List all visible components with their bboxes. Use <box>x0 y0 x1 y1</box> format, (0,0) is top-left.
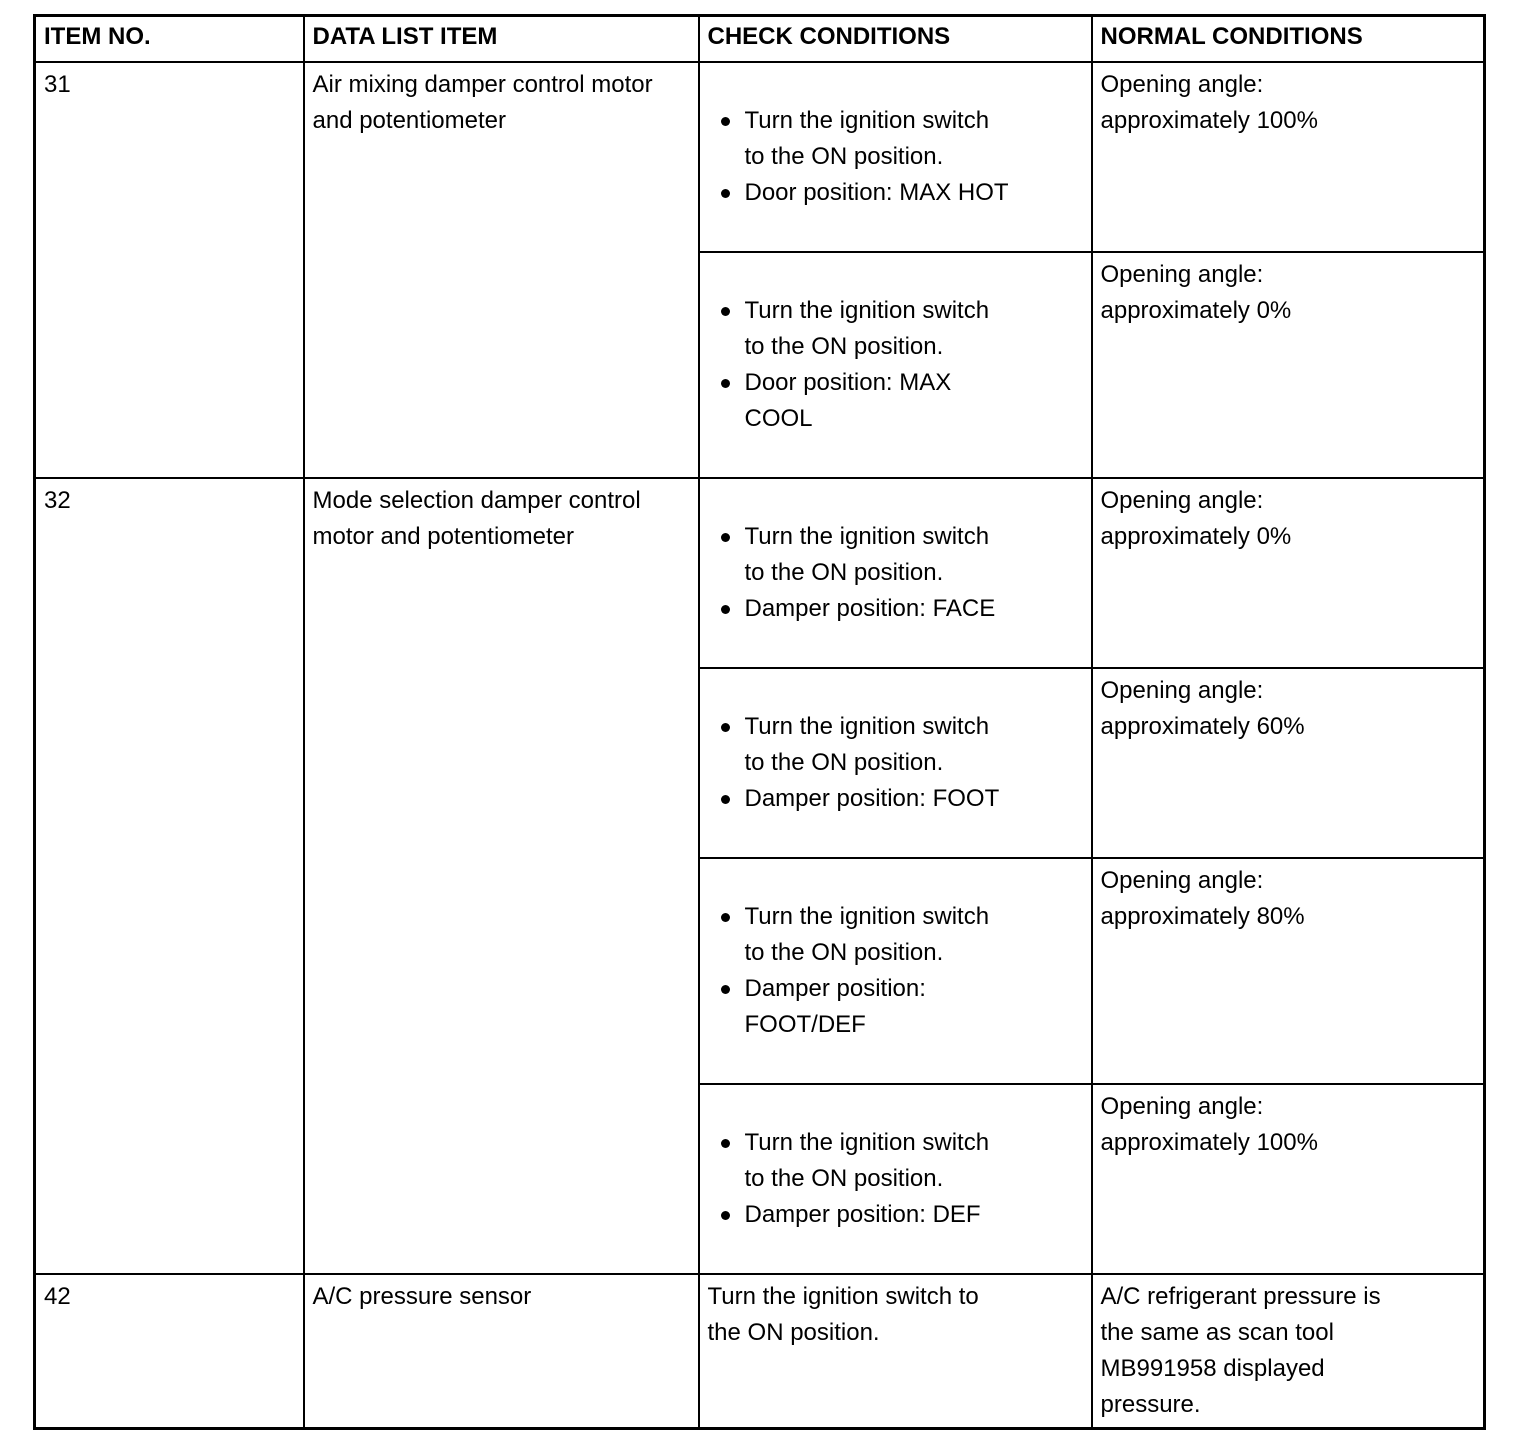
cell-normal-conditions-42: A/C refrigerant pressure is the same as … <box>1090 1272 1486 1429</box>
header-row: ITEM NO. DATA LIST ITEM CHECK CONDITIONS… <box>33 14 1486 63</box>
cell-check-conditions-31-2: Turn the ignition switch to the ON posit… <box>697 250 1093 479</box>
check-condition-item: Turn the ignition switch to the ON posit… <box>708 1125 1083 1197</box>
check-condition-item: Door position: MAX HOT <box>708 175 1083 211</box>
column-header-item-no: ITEM NO. <box>33 14 305 63</box>
cell-item-no-42: 42 <box>33 1272 305 1429</box>
cell-data-list-item-31: Air mixing damper control motor and pote… <box>302 60 700 479</box>
data-list-reference-table: ITEM NO. DATA LIST ITEM CHECK CONDITIONS… <box>33 14 1486 1430</box>
check-condition-item: Damper position: FACE <box>708 591 1083 627</box>
column-header-check-conditions: CHECK CONDITIONS <box>697 14 1093 63</box>
table-row: Turn the ignition switch to the ON posit… <box>35 250 1486 479</box>
table-row: 31 Air mixing damper control motor and p… <box>33 60 1486 479</box>
cell-check-conditions-32-3: Turn the ignition switch to the ON posit… <box>697 856 1093 1085</box>
check-condition-item: Turn the ignition switch to the ON posit… <box>708 709 1083 781</box>
cell-normal-conditions-31-2: Opening angle: approximately 0% <box>1090 250 1486 479</box>
cell-normal-conditions-32-2: Opening angle: approximately 60% <box>1090 666 1486 859</box>
cell-item-no-32: 32 <box>33 476 305 1275</box>
column-header-normal-conditions: NORMAL CONDITIONS <box>1090 14 1486 63</box>
check-condition-item: Turn the ignition switch to the ON posit… <box>708 293 1083 365</box>
data-list-reference-table-wrapper: ITEM NO. DATA LIST ITEM CHECK CONDITIONS… <box>33 14 1486 1430</box>
check-condition-item: Turn the ignition switch to the ON posit… <box>708 103 1083 175</box>
check-condition-item: Damper position: DEF <box>708 1197 1083 1233</box>
cell-data-list-item-42: A/C pressure sensor <box>302 1272 700 1429</box>
check-condition-item: Damper position: FOOT <box>708 781 1083 817</box>
check-conditions-list: Turn the ignition switch to the ON posit… <box>708 293 1083 437</box>
cell-check-conditions-32-4: Turn the ignition switch to the ON posit… <box>697 1082 1093 1275</box>
cell-check-conditions-31-1: Turn the ignition switch to the ON posit… <box>697 60 1093 253</box>
check-conditions-list: Turn the ignition switch to the ON posit… <box>708 709 1083 817</box>
check-conditions-list: Turn the ignition switch to the ON posit… <box>708 519 1083 627</box>
cell-check-conditions-42: Turn the ignition switch to the ON posit… <box>697 1272 1093 1429</box>
cell-normal-conditions-32-1: Opening angle: approximately 0% <box>1090 476 1486 669</box>
check-conditions-list: Turn the ignition switch to the ON posit… <box>708 1125 1083 1233</box>
cell-check-conditions-32-2: Turn the ignition switch to the ON posit… <box>697 666 1093 859</box>
cell-normal-conditions-32-4: Opening angle: approximately 100% <box>1090 1082 1486 1275</box>
check-condition-item: Turn the ignition switch to the ON posit… <box>708 519 1083 591</box>
check-condition-item: Damper position: FOOT/DEF <box>708 971 1083 1043</box>
check-condition-item: Door position: MAX COOL <box>708 365 1083 437</box>
column-header-data-list-item: DATA LIST ITEM <box>302 14 700 63</box>
check-condition-item: Turn the ignition switch to the ON posit… <box>708 899 1083 971</box>
cell-normal-conditions-32-3: Opening angle: approximately 80% <box>1090 856 1486 1085</box>
cell-check-conditions-32-1: Turn the ignition switch to the ON posit… <box>697 476 1093 669</box>
check-conditions-list: Turn the ignition switch to the ON posit… <box>708 899 1083 1043</box>
table-row: Turn the ignition switch to the ON posit… <box>35 666 1486 859</box>
cell-data-list-item-32: Mode selection damper control motor and … <box>302 476 700 1275</box>
cell-item-no-31: 31 <box>33 60 305 479</box>
check-conditions-list: Turn the ignition switch to the ON posit… <box>708 103 1083 211</box>
cell-normal-conditions-31-1: Opening angle: approximately 100% <box>1090 60 1486 253</box>
table-row: 32 Mode selection damper control motor a… <box>33 476 1486 1275</box>
table-row: 42 A/C pressure sensor Turn the ignition… <box>33 1272 1486 1429</box>
